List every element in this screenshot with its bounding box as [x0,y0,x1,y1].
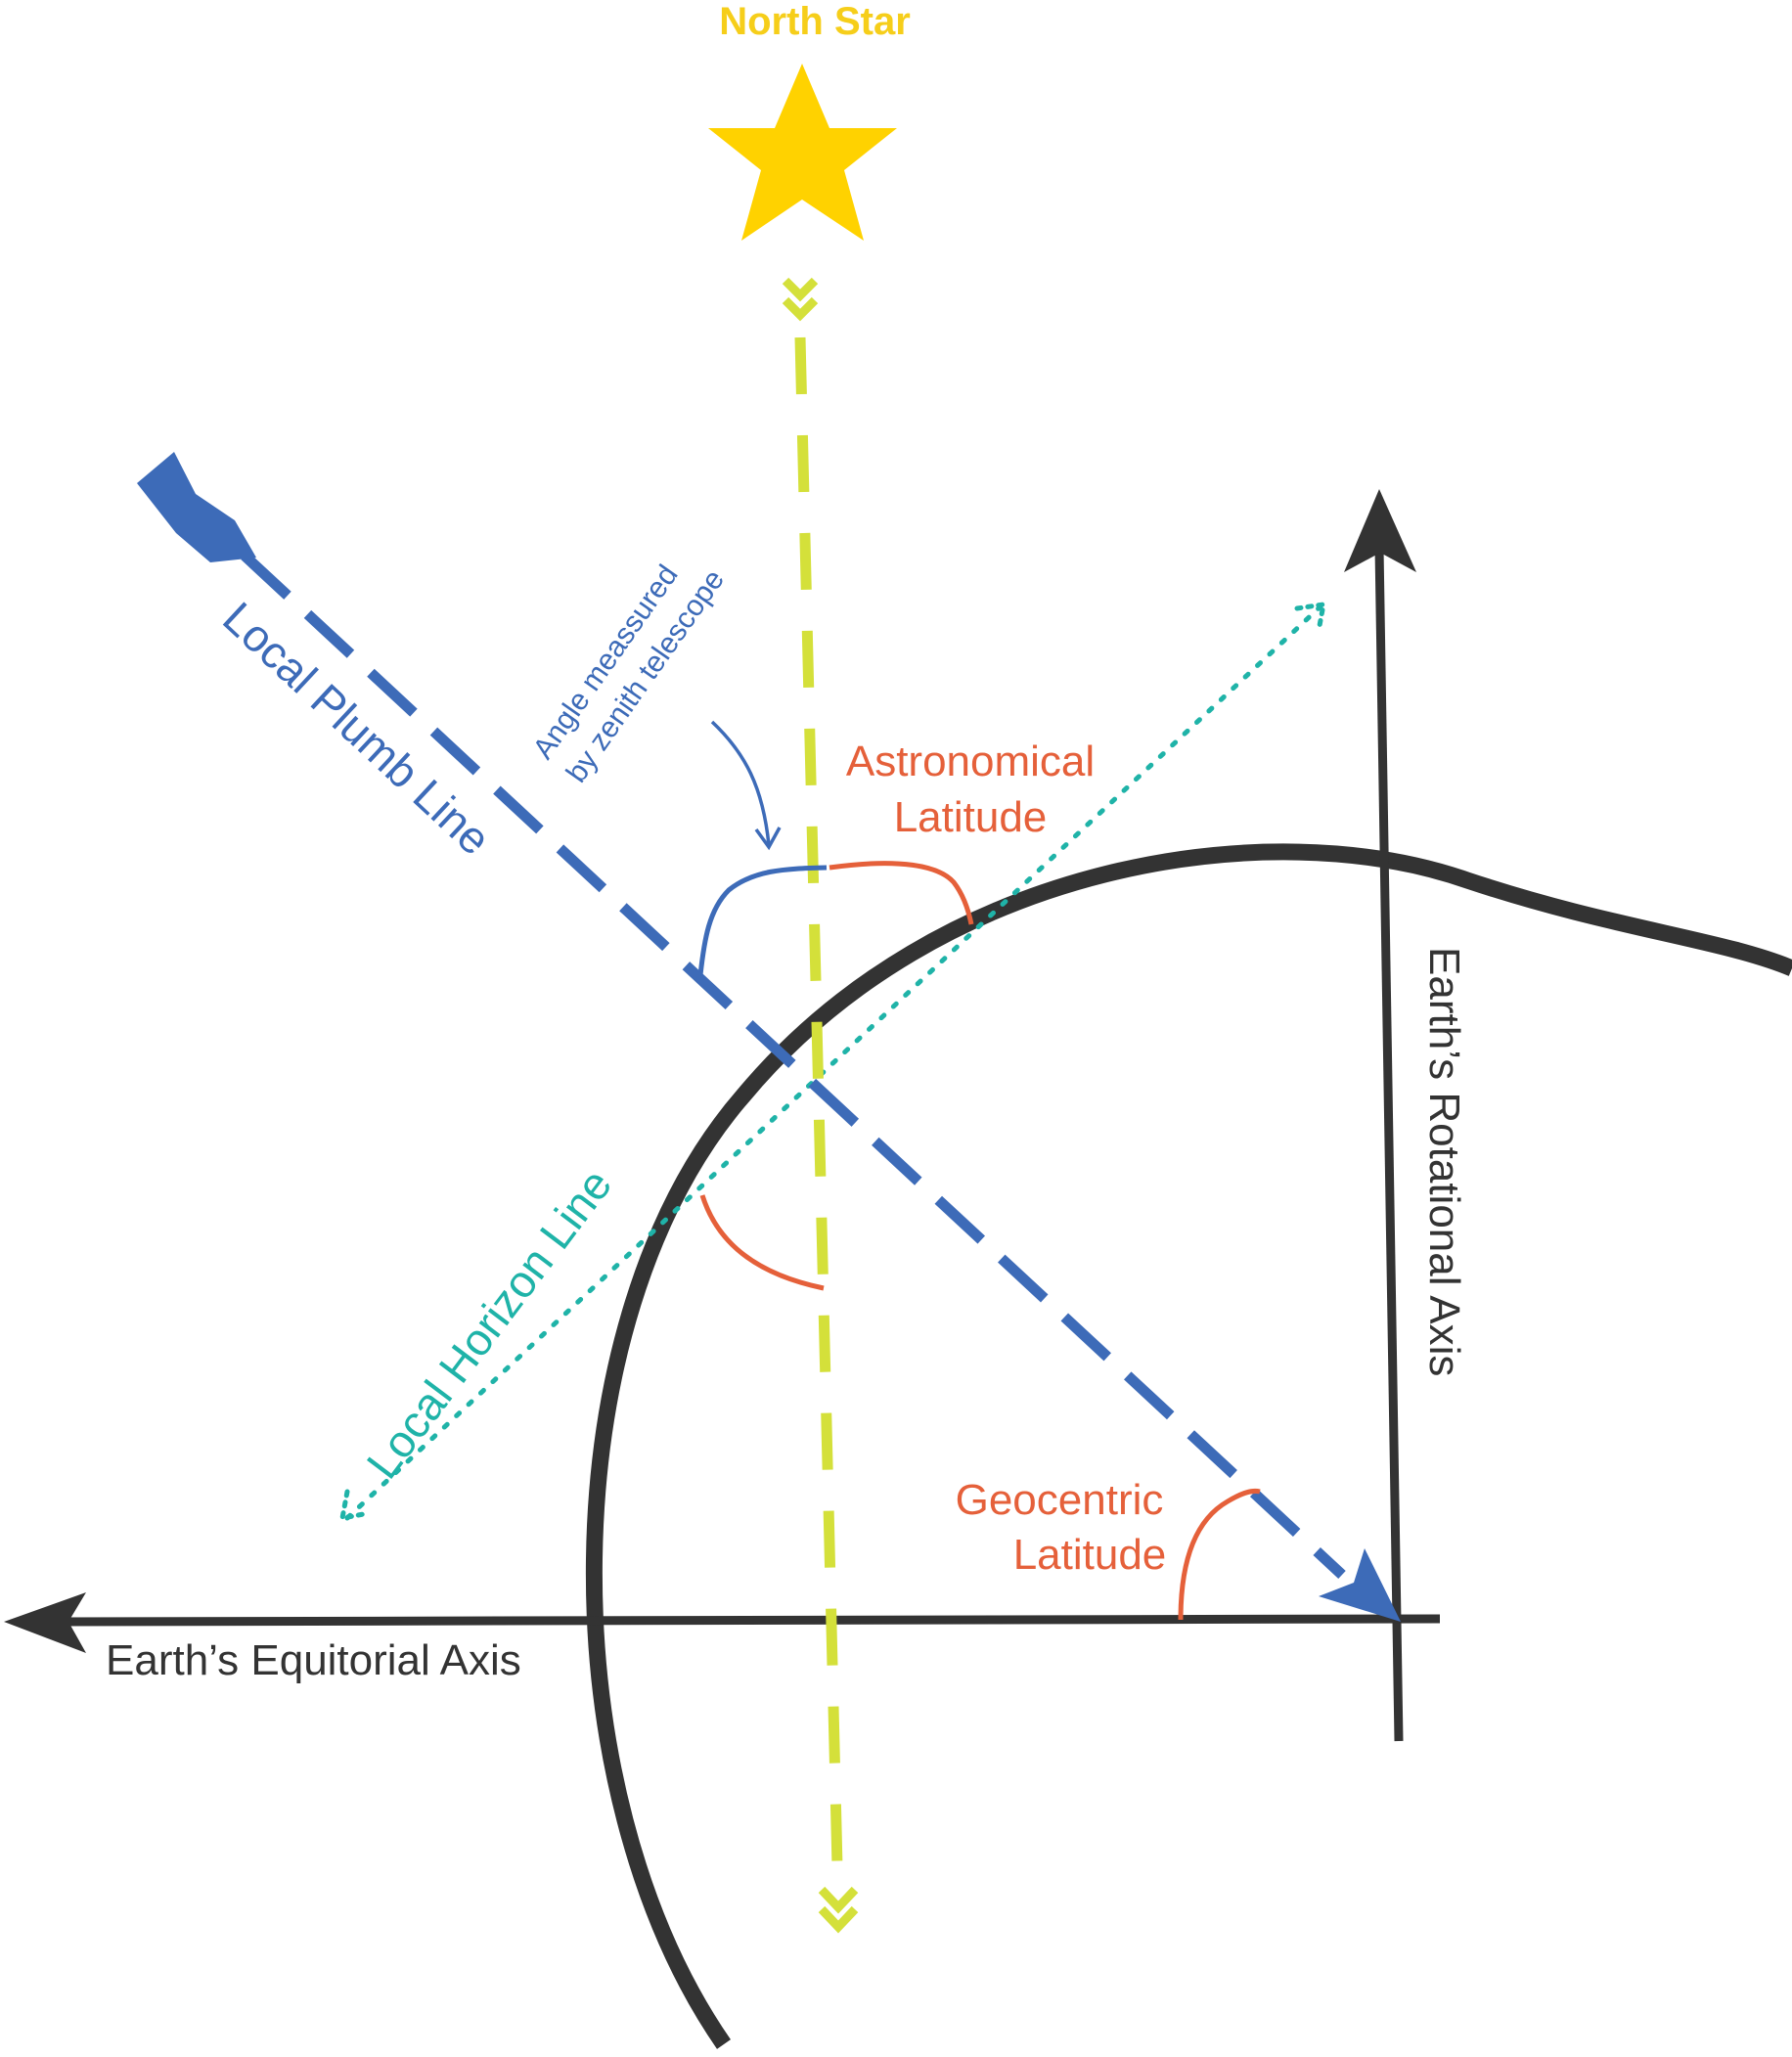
zenith-angle-arc [697,865,828,976]
local-horizon-line-label: Local Horizon Line [356,1159,621,1488]
earth-rotational-axis-label: Earth’s Rotational Axis [1420,947,1468,1376]
zenith-note-pointer-head [754,827,782,851]
earth-outline [586,843,1792,2049]
geocentric-latitude-label-line1: Geocentric [956,1476,1164,1524]
plumb-line-arrowhead [1319,1548,1401,1622]
north-star-icon [708,64,897,241]
equatorial-axis [4,1592,1441,1653]
rotational-axis-arrowhead [1344,489,1416,572]
geocentric-latitude-label-line2: Latitude [1013,1531,1167,1579]
local-plumb-line-label: Local Plumb Line [213,592,501,865]
equatorial-axis-arrowhead [4,1592,86,1653]
zenith-note-pointer [710,720,771,846]
local-plumb-line [241,551,1346,1580]
astronomical-latitude-arc [829,861,974,925]
north-star-label: North Star [719,0,911,43]
star-line-chevron-top [782,277,819,322]
local-horizon-line [344,604,1323,1521]
star-line-chevron-bottom [818,1886,859,1934]
north-star-sight-line [794,336,844,1908]
geocentric-latitude-arc [1178,1488,1261,1621]
astronomical-latitude-lower-arc [699,1194,825,1291]
rotational-axis [1344,489,1416,1742]
horizon-arrowhead-ne [1294,602,1327,634]
plumb-line-tail-fletch [137,452,256,562]
horizon-arrowhead-sw [338,1489,372,1522]
astronomical-latitude-label-line1: Astronomical [846,738,1095,785]
astronomical-latitude-label-line2: Latitude [894,793,1048,841]
earth-equatorial-axis-label: Earth’s Equitorial Axis [106,1636,521,1684]
